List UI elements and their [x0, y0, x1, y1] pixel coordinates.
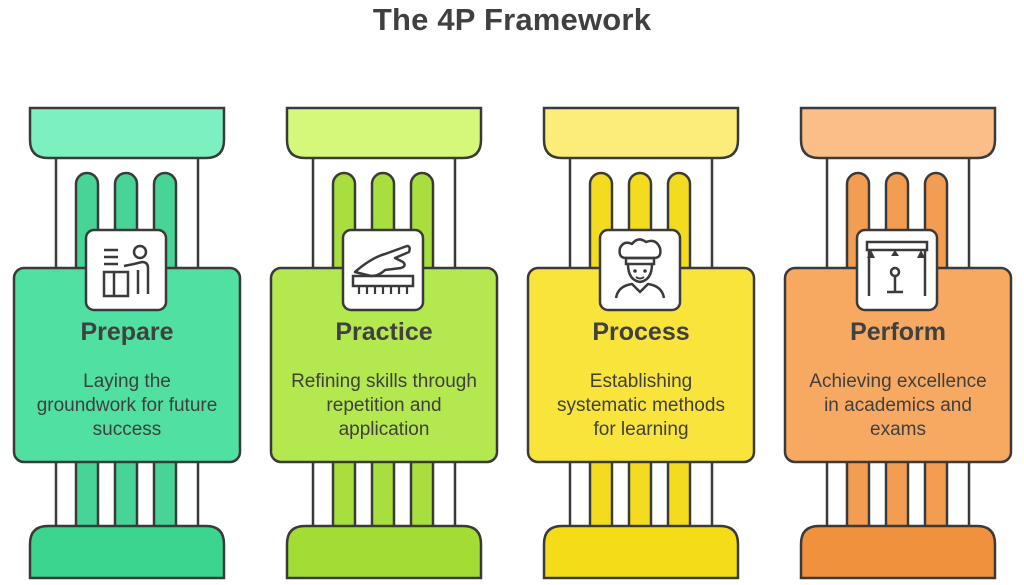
pillar-title: Prepare	[80, 318, 174, 346]
pillar-prepare: Prepare Laying the groundwork for future…	[12, 0, 242, 585]
pillar-shape	[526, 106, 756, 580]
pillar-process: Process Establishing systematic methods …	[526, 0, 756, 585]
pillar-shape	[269, 106, 499, 580]
piano-hand-icon	[341, 228, 425, 312]
pillar-shape	[783, 106, 1013, 580]
pillar-description: Achieving excellence in academics and ex…	[809, 371, 987, 440]
pillar-title: Practice	[335, 318, 433, 346]
pillar-description: Establishing systematic methods for lear…	[557, 371, 725, 440]
chef-icon	[598, 228, 682, 312]
pillar-perform: Perform Achieving excellence in academic…	[783, 0, 1013, 585]
pillar-description: Refining skills through repetition and a…	[291, 371, 477, 440]
pillar-title: Process	[592, 318, 690, 346]
pillar-description: Laying the groundwork for future success	[36, 371, 218, 440]
pillar-title: Perform	[850, 318, 946, 346]
teacher-icon	[84, 228, 168, 312]
pillar-shape	[12, 106, 242, 580]
page-title: The 4P Framework	[372, 2, 652, 37]
stage-microphone-icon	[855, 228, 939, 312]
pillar-practice: Practice Refining skills through repetit…	[269, 0, 499, 585]
